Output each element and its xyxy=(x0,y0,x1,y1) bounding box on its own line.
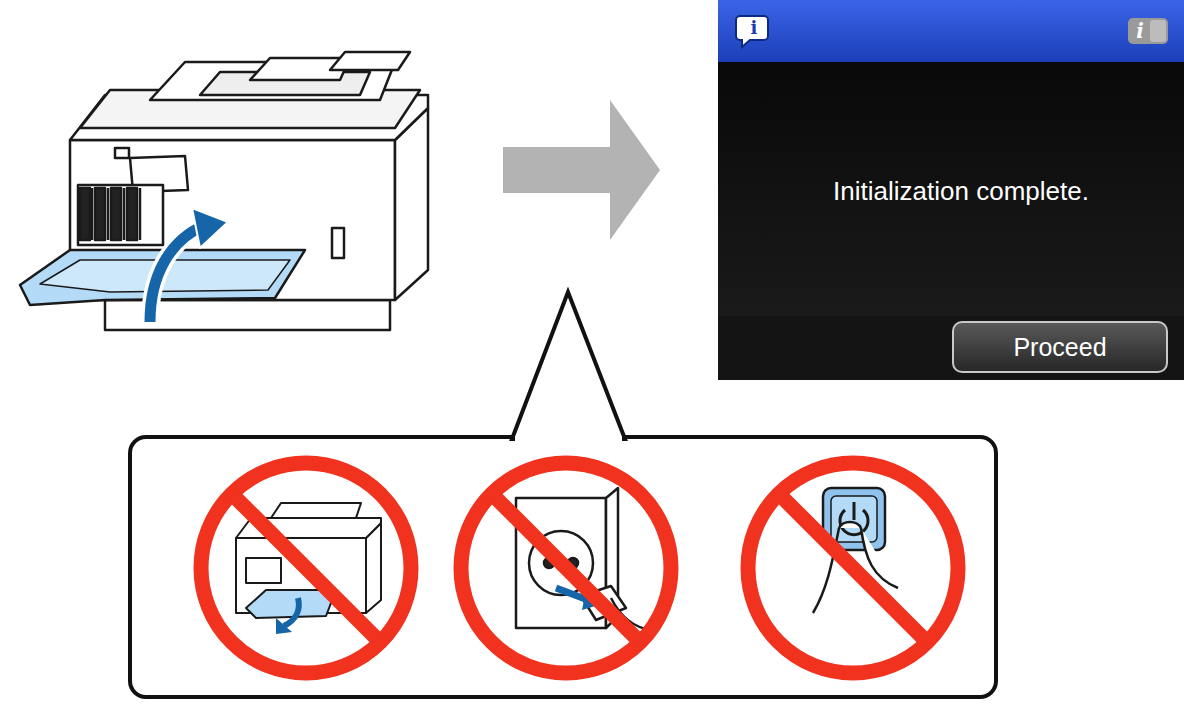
info-icon-letter: i xyxy=(741,17,767,39)
status-icon-letter: i xyxy=(1128,18,1152,44)
screen-panel: Initialization complete. Proceed xyxy=(718,0,1184,380)
callout-box xyxy=(130,292,996,697)
printer-illustration xyxy=(20,52,428,330)
no-power-off-icon xyxy=(748,463,958,673)
proceed-button: Proceed xyxy=(953,322,1167,372)
flow-arrow xyxy=(503,100,660,240)
status-message: Initialization complete. xyxy=(718,176,1184,207)
button-label: Proceed xyxy=(1013,333,1106,362)
no-unplug-icon xyxy=(461,463,671,673)
no-open-cover-icon xyxy=(201,463,411,673)
